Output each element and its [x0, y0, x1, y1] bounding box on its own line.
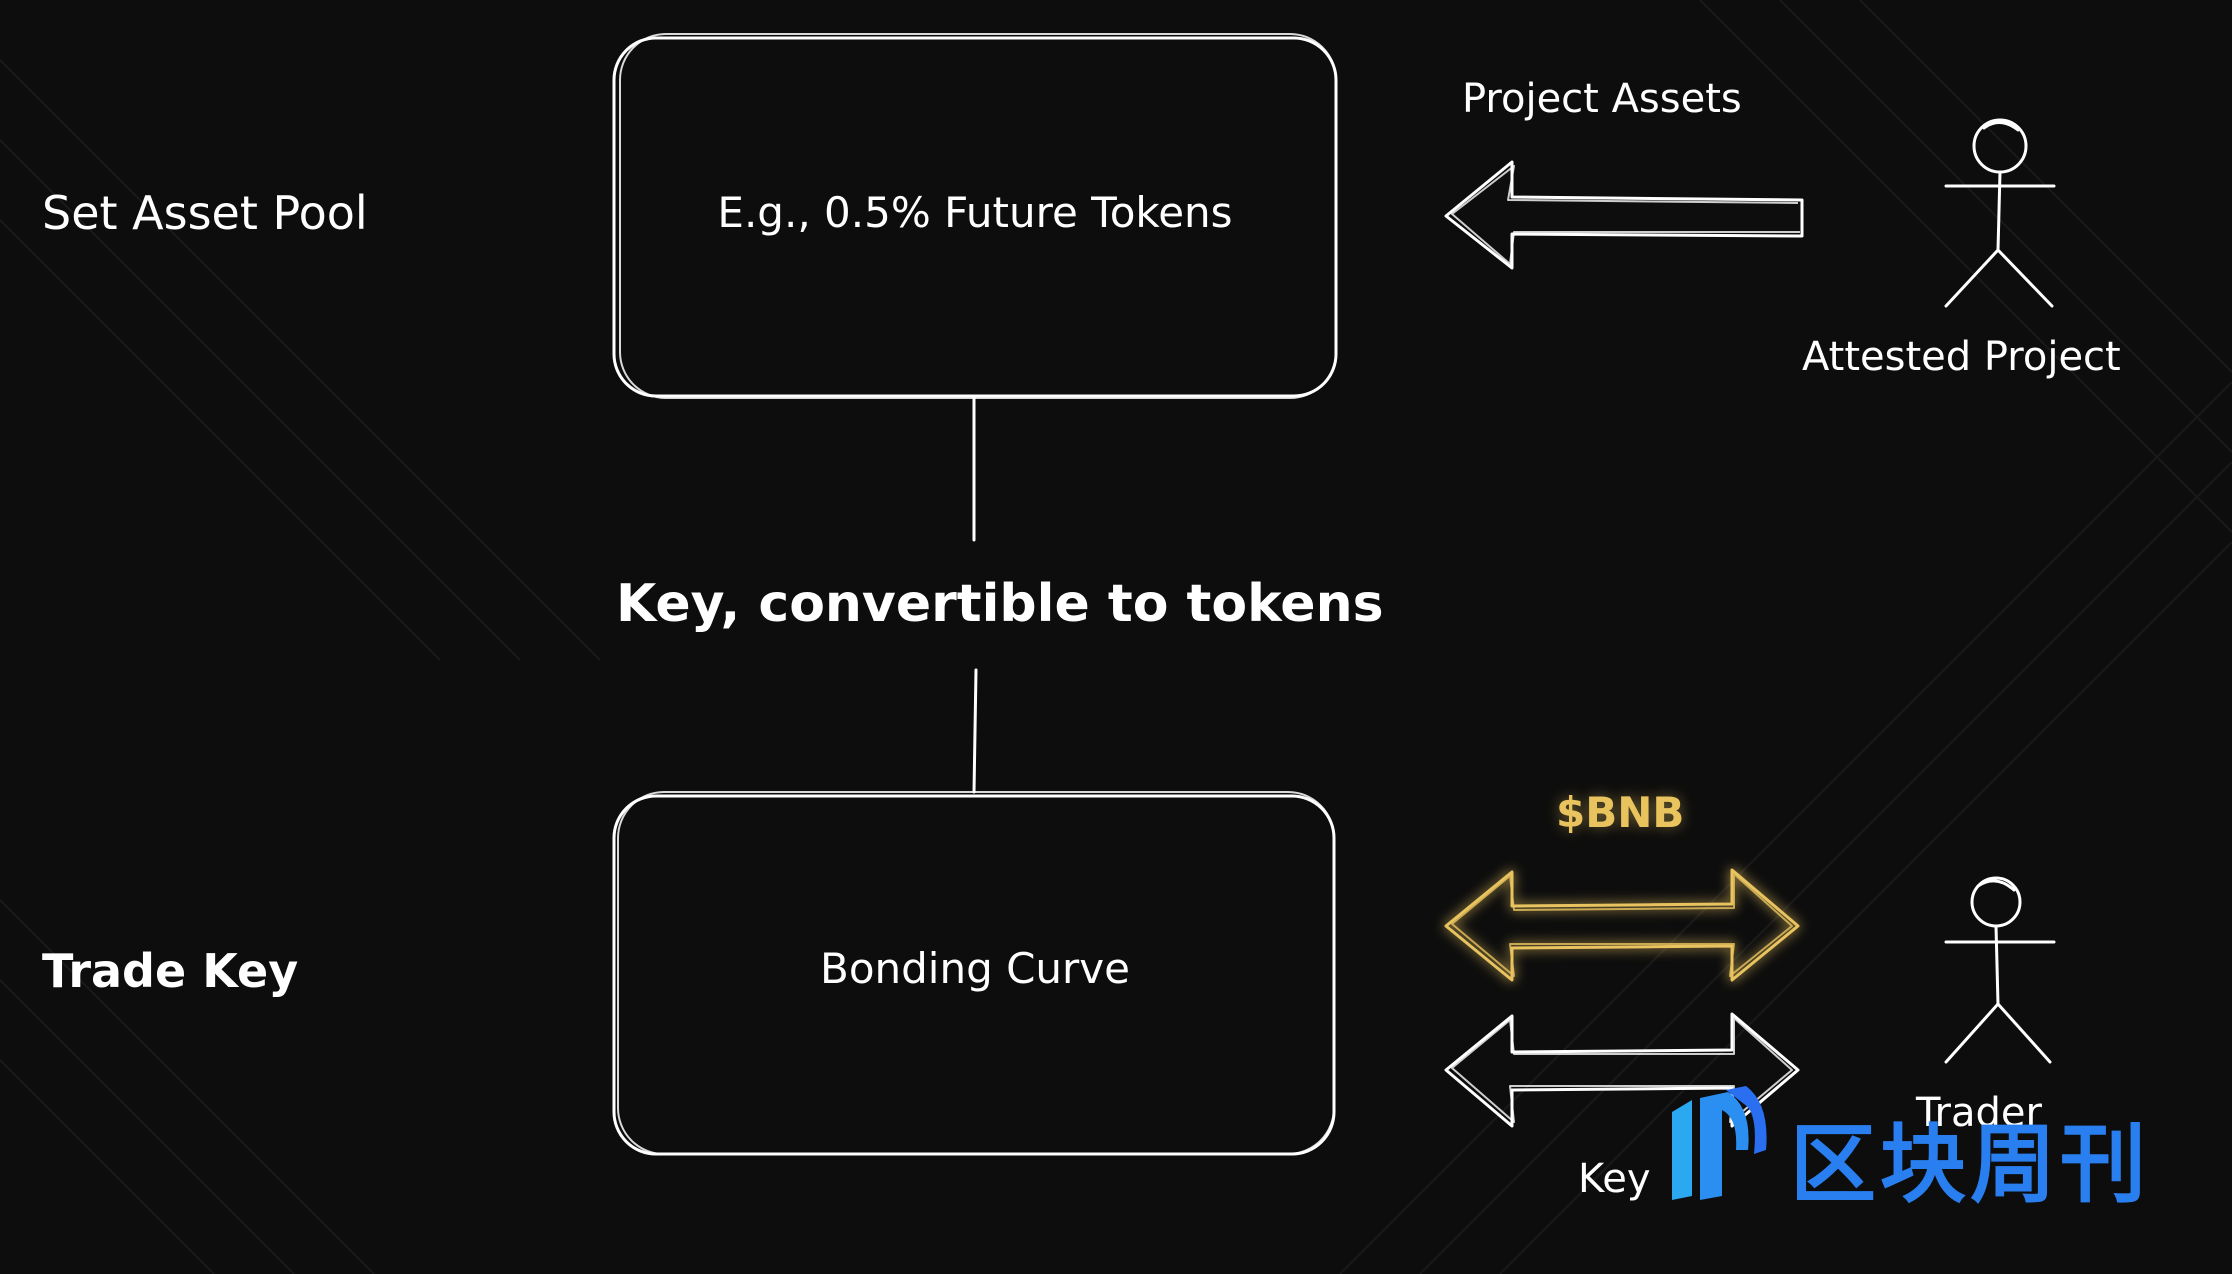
attested-project-figure-icon — [1944, 118, 2056, 308]
bnb-double-arrow — [1444, 868, 1800, 982]
top-box-text: E.g., 0.5% Future Tokens — [717, 188, 1233, 237]
key-double-arrow — [1444, 1012, 1800, 1128]
attested-project-label: Attested Project — [1802, 334, 2121, 380]
project-assets-arrow — [1444, 160, 1804, 270]
key-label: Key — [1578, 1156, 1651, 1202]
watermark-logo-icon — [1672, 1086, 1767, 1200]
bnb-label: $BNB — [1556, 788, 1685, 837]
trade-key-label: Trade Key — [42, 944, 299, 998]
trader-label: Trader — [1916, 1090, 2042, 1136]
connector-lines — [972, 396, 978, 794]
watermark-text: 区块周刊 — [1790, 1115, 2150, 1215]
bottom-box — [612, 791, 1336, 1156]
bottom-box-text: Bonding Curve — [820, 944, 1130, 993]
project-assets-label: Project Assets — [1462, 76, 1742, 122]
set-asset-pool-label: Set Asset Pool — [42, 186, 368, 240]
trader-figure-icon — [1944, 876, 2056, 1064]
key-convertible-label: Key, convertible to tokens — [616, 574, 1384, 634]
top-box — [612, 33, 1338, 399]
